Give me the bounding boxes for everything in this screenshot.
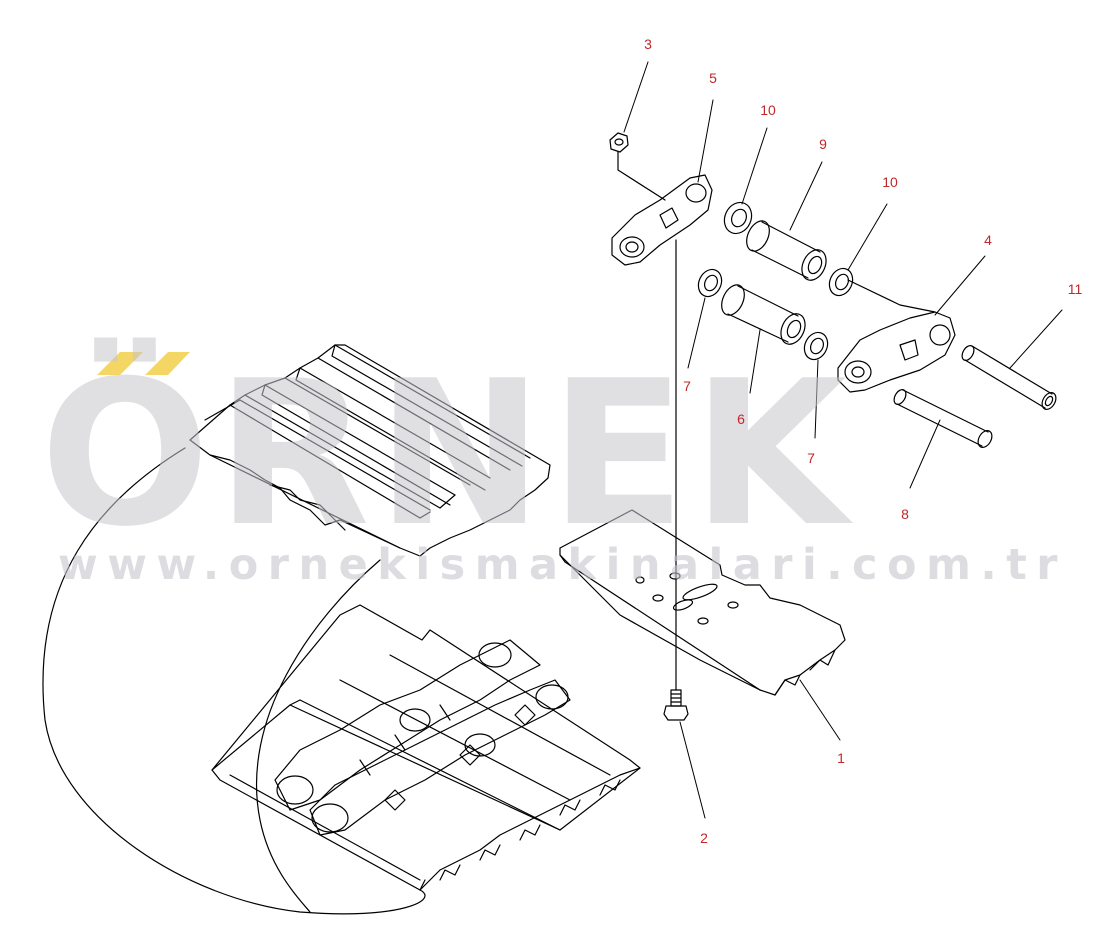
track-link-4: [837, 279, 956, 393]
seal-ring-10b: [828, 267, 854, 297]
callout-8: 8: [901, 506, 909, 522]
track-shoe-plate: [559, 509, 846, 696]
callout-1: 1: [837, 750, 845, 766]
watermark-url: www.ornekismakinalari.com.tr: [58, 540, 1067, 590]
seal-ring-10a: [723, 201, 753, 235]
callout-10a: 10: [760, 102, 776, 118]
leader-lines: [623, 61, 1063, 819]
callout-6: 6: [737, 411, 745, 427]
callout-11: 11: [1067, 281, 1083, 297]
seal-ring-7b: [803, 331, 829, 361]
nut-3: [609, 132, 666, 201]
bolt-2: [663, 689, 689, 721]
pin-8: [893, 389, 993, 448]
watermark-accent-marks: [97, 352, 190, 375]
callout-9: 9: [819, 136, 827, 152]
callout-4: 4: [984, 232, 992, 248]
track-link-5: [611, 174, 713, 266]
track-assembly-lower: [211, 604, 641, 891]
callout-2: 2: [700, 830, 708, 846]
callout-3: 3: [644, 36, 652, 52]
callout-10b: 10: [882, 174, 898, 190]
track-chain-inner-outline: [255, 559, 381, 913]
bushing-6: [721, 284, 806, 345]
callout-7a: 7: [683, 378, 691, 394]
pin-11: [961, 345, 1057, 410]
watermark-brand: ÖRNEK: [40, 338, 854, 571]
callout-5: 5: [709, 70, 717, 86]
track-chain-outline: [42, 447, 426, 915]
callout-7b: 7: [807, 450, 815, 466]
seal-ring-7a: [697, 268, 723, 298]
track-shoe-upper: [189, 344, 551, 557]
bushing-9: [746, 220, 827, 281]
